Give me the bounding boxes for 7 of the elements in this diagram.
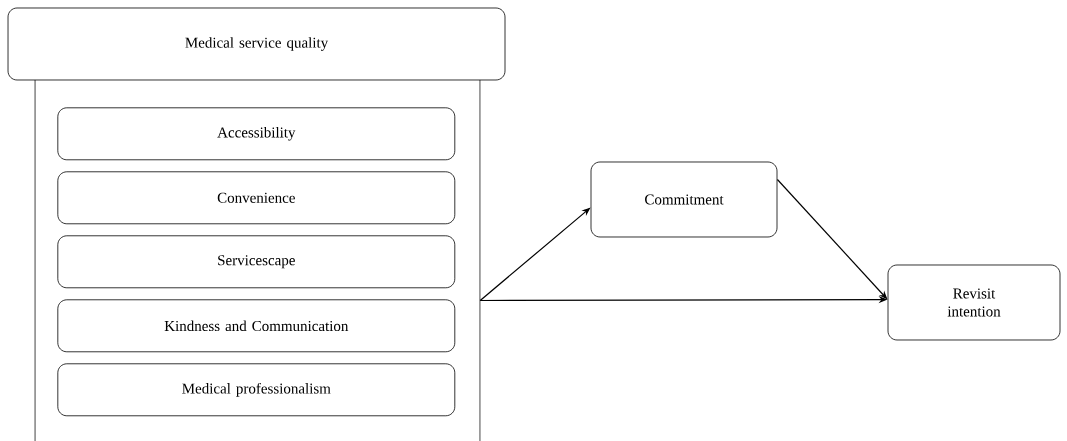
construct-box: Commitment	[590, 161, 778, 238]
factor-box: Kindness and Communication	[57, 299, 456, 353]
factor-box: Accessibility	[57, 107, 456, 161]
factor-box: Medical professionalism	[57, 363, 456, 417]
factor-box: Servicescape	[57, 235, 456, 289]
construct-box: Revisit intention	[887, 264, 1061, 341]
factor-box: Convenience	[57, 171, 456, 225]
